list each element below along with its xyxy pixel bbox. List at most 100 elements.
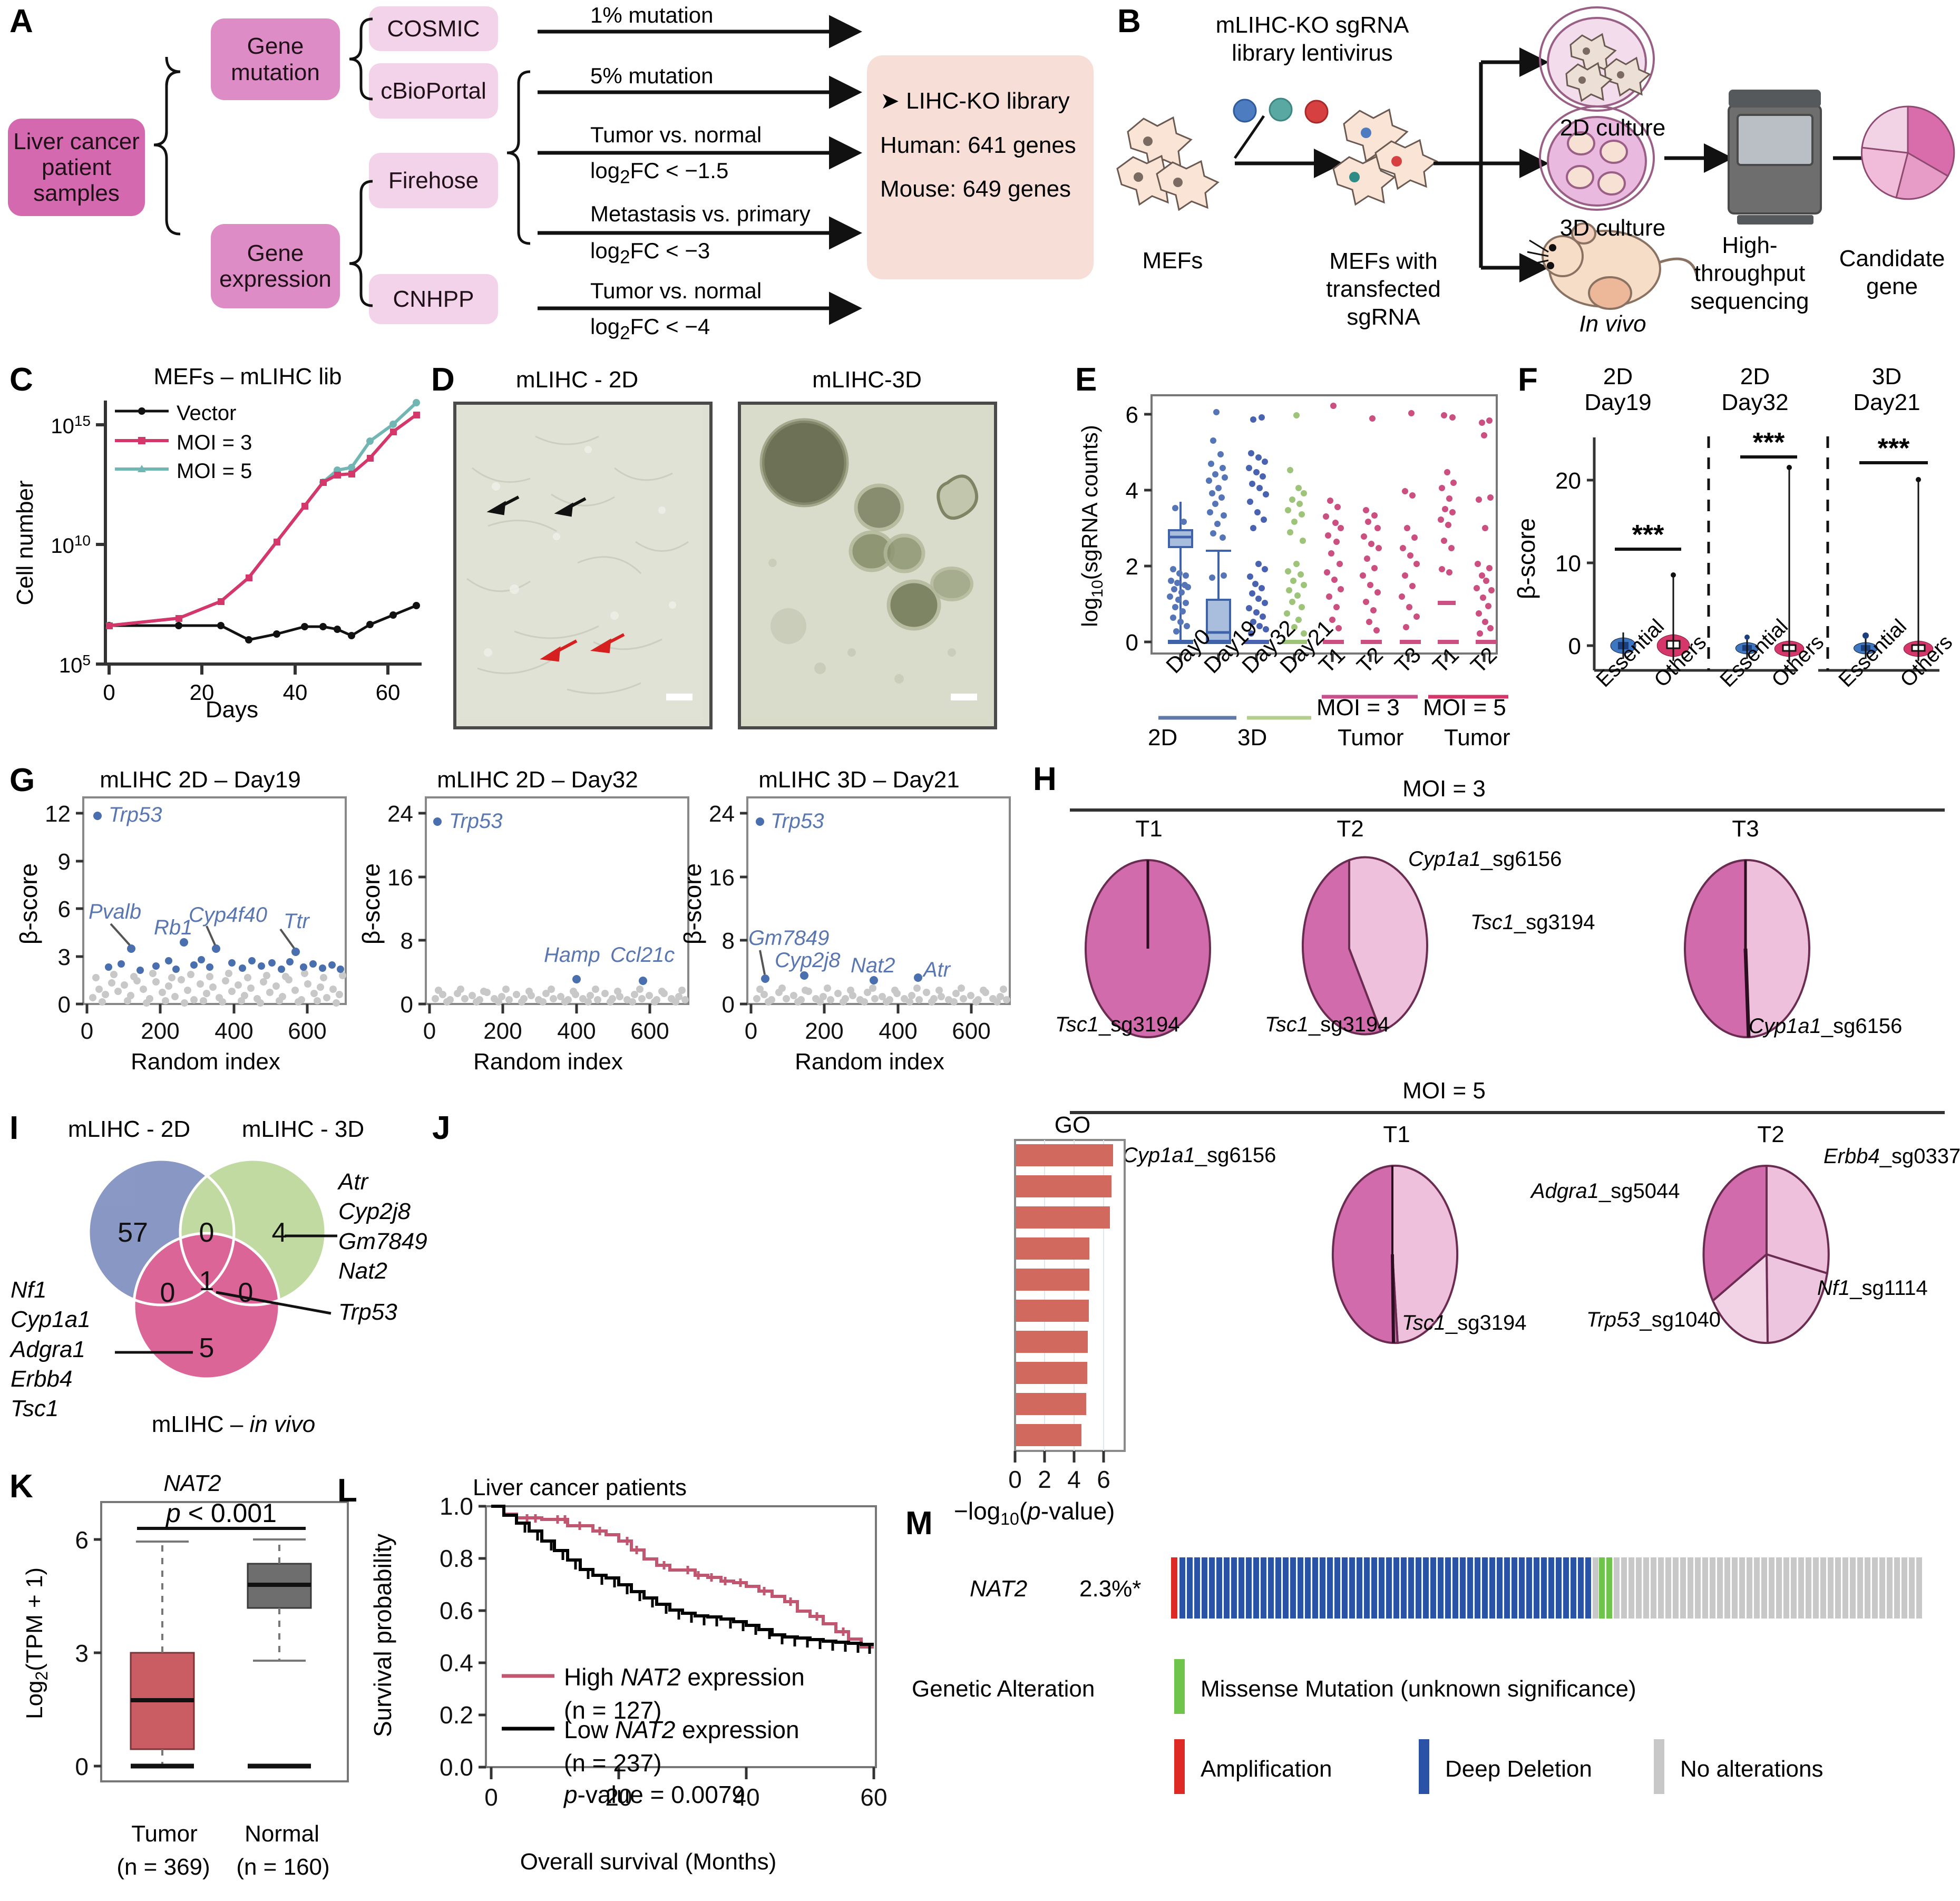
panel-L-xlabel: Overall survival (Months) — [520, 1849, 777, 1875]
svg-text:24: 24 — [387, 801, 413, 827]
panel-B — [1107, 0, 1960, 348]
legend-label-amplification: Amplification — [1201, 1756, 1332, 1782]
venn-count-all: 1 — [199, 1266, 214, 1296]
pie-moi3-t2-slice-label-1: Cyp1a1_sg6156 — [1408, 847, 1562, 871]
dish-2d-icon — [1539, 6, 1655, 112]
panel-H-moi3-t3-label: T3 — [1732, 816, 1759, 842]
pie-moi3-t3-slice-label-2: Cyp1a1_sg6156 — [1749, 1015, 1903, 1038]
node-gene-expression — [211, 224, 340, 308]
svg-text:0.6: 0.6 — [440, 1597, 473, 1624]
svg-text:Cyp4f40: Cyp4f40 — [189, 903, 267, 927]
svg-text:60: 60 — [860, 1783, 887, 1811]
panel-B-graphic — [1116, 6, 1955, 310]
svg-text:16: 16 — [387, 865, 413, 891]
svg-text:0.8: 0.8 — [440, 1545, 473, 1572]
panel-D-right-title: mLIHC-3D — [812, 367, 922, 393]
svg-text:6: 6 — [1097, 1466, 1110, 1493]
svg-text:4: 4 — [1126, 478, 1138, 504]
panel-K-n-tumor: (n = 369) — [116, 1854, 210, 1880]
panel-M-gene: NAT2 — [970, 1576, 1028, 1602]
panel-B-invivo-label: In vivo — [1579, 311, 1646, 337]
dish-3d-icon — [1539, 105, 1655, 211]
panel-H-moi5-t2-label: T2 — [1757, 1122, 1785, 1147]
micrograph-2d — [453, 402, 713, 729]
pie-moi3-t3-slice-label-1: Tsc1_sg3194 — [1470, 911, 1595, 934]
svg-text:60: 60 — [376, 680, 401, 705]
svg-text:200: 200 — [483, 1018, 522, 1044]
legend-label-deep-deletion: Deep Deletion — [1445, 1756, 1592, 1782]
panel-label-F: F — [1518, 362, 1538, 398]
node-firehose-label: Firehose — [388, 167, 479, 193]
panel-B-2d-label: 2D culture — [1559, 115, 1666, 141]
panel-G-plot2-title: mLIHC 2D – Day32 — [437, 767, 638, 793]
pie-moi5-t2-slice-label-1: Erbb4_sg0337 — [1824, 1145, 1960, 1168]
venn-circle-invivo — [134, 1233, 279, 1379]
panel-H-moi3-header: MOI = 3 — [1402, 776, 1486, 802]
box-normal — [247, 1538, 312, 1769]
svg-text:1.0: 1.0 — [440, 1493, 473, 1520]
panel-label-B: B — [1117, 3, 1141, 40]
svg-text:9: 9 — [58, 849, 71, 875]
svg-text:600: 600 — [288, 1018, 326, 1044]
svg-text:Ttr: Ttr — [284, 910, 310, 933]
panel-K-chart: 036 p < 0.001 — [22, 1498, 349, 1782]
svg-text:Nat2: Nat2 — [851, 954, 895, 977]
svg-text:600: 600 — [952, 1018, 990, 1044]
node-gene-mutation — [211, 18, 340, 100]
panel-C-title: MEFs – mLIHC lib — [153, 364, 342, 389]
mouse-icon — [1527, 222, 1699, 310]
svg-text:2: 2 — [1038, 1466, 1051, 1493]
point-rb1 — [180, 938, 188, 947]
svg-text:0: 0 — [75, 1753, 89, 1780]
panel-label-A: A — [9, 3, 33, 40]
panel-A — [0, 0, 1101, 348]
criterion-4-top: Metastasis vs. primary — [590, 201, 811, 226]
panel-C-legend-moi5: MOI = 5 — [177, 460, 252, 483]
go-cat-4 — [464, 1265, 1009, 1296]
criterion-1-top: 1% mutation — [590, 3, 714, 27]
panel-I-genes-all: Trp53 — [338, 1299, 397, 1325]
panel-D-left-title: mLIHC - 2D — [515, 367, 639, 393]
criterion-5-bottom: log2FC < −4 — [590, 314, 710, 344]
mef-cells-icon — [1116, 116, 1220, 211]
panel-H-moi3-t1-label: T1 — [1135, 816, 1163, 842]
svg-text:40: 40 — [733, 1783, 759, 1811]
pie-moi5-t2-slice-label-4: Adgra1_sg5044 — [1531, 1179, 1680, 1203]
panel-I-title-left: mLIHC - 2D — [67, 1116, 191, 1142]
survival-curve-low — [491, 1505, 874, 1646]
panel-label-G: G — [9, 762, 35, 798]
point-nat2 — [870, 976, 878, 984]
panel-G-plot3-xlabel: Random index — [795, 1049, 944, 1075]
panel-H-moi5-pies — [1070, 1123, 1960, 1381]
point-ttr — [291, 948, 300, 956]
panel-K-n-normal: (n = 160) — [236, 1854, 330, 1880]
point-pvalb — [127, 944, 135, 953]
svg-text:Hamp: Hamp — [544, 943, 600, 967]
virus-particles-icon — [1233, 98, 1329, 124]
violin-3d-day21-others — [1903, 477, 1934, 661]
panel-H-moi3-t2-label: T2 — [1337, 816, 1364, 842]
panel-B-mefs-label: MEFs — [1142, 248, 1203, 274]
svg-text:Atr: Atr — [922, 958, 951, 981]
svg-text:200: 200 — [141, 1018, 179, 1044]
svg-text:8: 8 — [401, 928, 413, 954]
pie-moi3-t2-slice-label-2: Tsc1_sg3194 — [1265, 1013, 1390, 1036]
node-cosmic-label: COSMIC — [387, 15, 480, 42]
onco-cells-deep-deletion — [1179, 1557, 1591, 1619]
transfected-cells-icon — [1332, 108, 1438, 206]
panel-F: 0 10 20 — [1502, 427, 1960, 685]
panel-M-track — [1171, 1557, 1922, 1619]
point-gm7849 — [761, 974, 769, 983]
onco-cells-none — [1593, 1557, 1922, 1619]
panel-E-group-moi5-l2: Tumor — [1444, 725, 1510, 750]
panel-C: 105 1010 1015 0 20 40 60 — [0, 390, 427, 727]
pie-moi5-t2-slice-label-3: Trp53_sg1040 — [1586, 1308, 1721, 1331]
svg-text:0: 0 — [58, 992, 71, 1018]
